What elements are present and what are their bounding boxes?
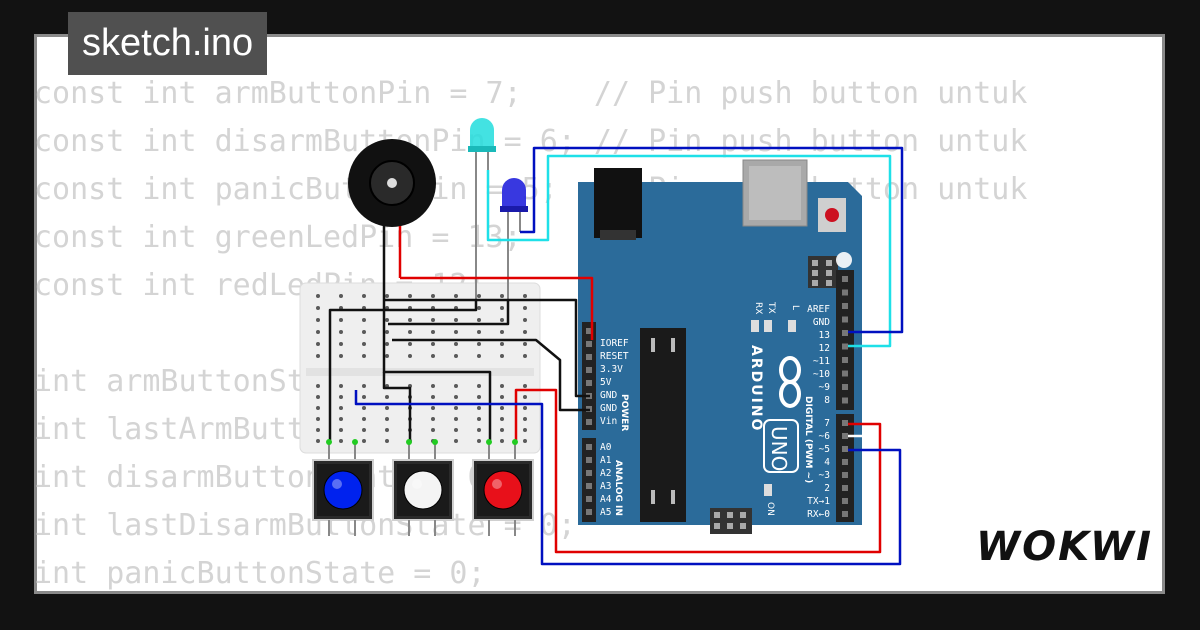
- wire-black-4: [392, 338, 590, 412]
- digital-pin-label: 12: [819, 343, 830, 354]
- arduino-model-label: UNO: [767, 426, 791, 471]
- digital-pin-label: ~6: [819, 431, 831, 442]
- buzzer[interactable]: [348, 139, 436, 300]
- wokwi-logo-text: WOKWI: [976, 524, 1154, 570]
- digital-pin-label: 8: [824, 395, 830, 406]
- rx-label: RX: [753, 302, 763, 314]
- digital-pin-label: ~3: [819, 470, 830, 481]
- digital-pin-label: RX←0: [807, 509, 830, 520]
- code-line: const int armButtonPin = 7; // Pin push …: [34, 76, 1028, 111]
- analog-label: ANALOG IN: [613, 460, 623, 516]
- wire-black-2: [328, 300, 478, 440]
- blue-led[interactable]: [500, 178, 528, 300]
- digital-pin-label: ~5: [819, 444, 830, 455]
- digital-label: DIGITAL (PWM ~): [803, 396, 813, 483]
- analog-header: [582, 438, 596, 522]
- power-header: [582, 322, 596, 430]
- digital-pin-label: TX→1: [807, 496, 830, 507]
- digital-pin-label: ~11: [813, 356, 830, 367]
- power-pin-label: GND: [600, 390, 617, 401]
- breadboard: [299, 282, 541, 454]
- wire-black-1: [384, 298, 590, 398]
- digital-header-bottom: [836, 414, 854, 522]
- analog-pin-label: A3: [600, 481, 611, 492]
- power-pin-label: GND: [600, 403, 617, 414]
- power-pin-label: 3.3V: [600, 364, 623, 375]
- analog-pin-label: A4: [600, 494, 612, 505]
- code-line: int panicButtonState = 0;: [34, 556, 486, 591]
- digital-pin-label: GND: [813, 317, 830, 328]
- l-label: L: [790, 305, 800, 310]
- wire-blue-top: [520, 146, 904, 334]
- analog-pin-label: A5: [600, 507, 611, 518]
- digital-pin-label: AREF: [807, 304, 830, 315]
- dc-jack: [594, 168, 642, 238]
- green-led[interactable]: [468, 118, 496, 300]
- panic-push-button[interactable]: [472, 439, 534, 536]
- digital-pin-label: 13: [819, 330, 830, 341]
- file-title-tab[interactable]: sketch.ino: [68, 12, 268, 75]
- arduino-uno-board: ARDUINO UNO DIGITAL (PWM ~) ANALOG IN PO…: [578, 159, 862, 534]
- tx-label: TX: [766, 301, 776, 314]
- wire-black-5: [382, 300, 492, 440]
- power-pin-label: 5V: [600, 377, 612, 388]
- digital-pin-label: ~10: [813, 369, 830, 380]
- code-line: const int disarmButtonPin = 6; // Pin pu…: [34, 124, 1028, 159]
- power-label: POWER: [619, 394, 629, 431]
- digital-pin-label: 2: [824, 483, 830, 494]
- on-label: ON: [765, 502, 775, 516]
- digital-header-top: [836, 270, 854, 410]
- analog-pin-label: A1: [600, 455, 612, 466]
- arm-push-button[interactable]: [312, 439, 374, 536]
- wires: [328, 146, 904, 566]
- atmega-chip: [640, 328, 686, 522]
- arduino-logo: [779, 356, 801, 408]
- digital-pin-label: ~9: [819, 382, 831, 393]
- wire-black-6: [382, 372, 412, 440]
- analog-pin-label: A0: [600, 442, 612, 453]
- analog-pin-label: A2: [600, 468, 611, 479]
- disarm-push-button[interactable]: [392, 439, 454, 536]
- wire-blue-bottom: [354, 390, 902, 566]
- wire-red-top: [400, 276, 594, 340]
- power-pin-label: Vin: [600, 416, 617, 427]
- wokwi-logo: WOKWI: [976, 524, 1151, 578]
- power-pin-label: IOREF: [600, 338, 629, 349]
- power-pin-label: RESET: [600, 351, 629, 362]
- arduino-brand-label: ARDUINO: [748, 345, 764, 432]
- wire-black-3: [388, 300, 510, 326]
- wire-red-bottom: [514, 388, 882, 554]
- digital-pin-label: 4: [824, 457, 830, 468]
- wire-cyan: [486, 154, 892, 348]
- digital-pin-label: 7: [824, 418, 830, 429]
